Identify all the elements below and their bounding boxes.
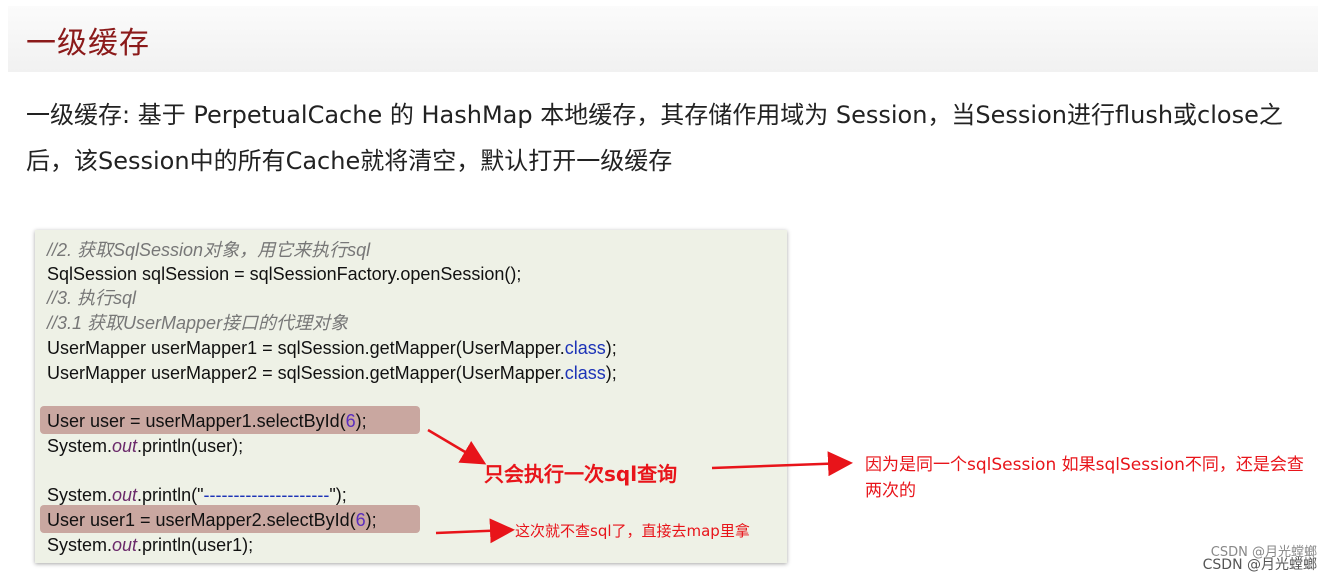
code-line: User user1 = userMapper2.selectById(6); xyxy=(47,510,377,530)
code-line: User user = userMapper1.selectById(6); xyxy=(47,411,367,431)
arrow-to-small-note xyxy=(435,518,515,544)
highlight-select-1 xyxy=(40,406,420,434)
code-block: //2. 获取SqlSession对象，用它来执行sql SqlSession … xyxy=(35,230,787,563)
highlight-select-2 xyxy=(40,505,420,533)
arrow-to-right-note xyxy=(711,451,853,477)
watermark-line: CSDN @月光螳螂 xyxy=(1210,545,1317,560)
code-comment: //3. 执行sql xyxy=(47,288,137,308)
annotation-same-session-note: 因为是同一个sqlSession 如果sqlSession不同，还是会查两次的 xyxy=(865,455,1304,501)
code-line: UserMapper userMapper2 = sqlSession.getM… xyxy=(47,363,617,383)
code-line: UserMapper userMapper1 = sqlSession.getM… xyxy=(47,338,617,358)
code-line: System.out.println(user1); xyxy=(47,535,254,555)
slide-description: 一级缓存: 基于 PerpetualCache 的 HashMap 本地缓存，其… xyxy=(26,101,1283,175)
code-line: SqlSession sqlSession = sqlSessionFactor… xyxy=(47,264,522,284)
code-comment: //2. 获取SqlSession对象，用它来执行sql xyxy=(47,240,371,260)
code-comment: //3.1 获取UserMapper接口的代理对象 xyxy=(47,313,349,333)
watermark: CSDN @月光螳螂 CSDN @月光螳螂 xyxy=(1203,546,1317,572)
annotation-cache-hit-note: 这次就不查sql了，直接去map里拿 xyxy=(515,522,750,540)
slide-title: 一级缓存 xyxy=(26,26,150,61)
watermark-line: CSDN @月光螳螂 xyxy=(1202,557,1317,573)
code-line: System.out.println("--------------------… xyxy=(47,485,347,505)
title-band xyxy=(8,6,1318,72)
code-line: System.out.println(user); xyxy=(47,436,244,456)
arrow-to-main-annotation xyxy=(427,428,487,465)
annotation-single-query: 只会执行一次sql查询 xyxy=(484,462,678,486)
